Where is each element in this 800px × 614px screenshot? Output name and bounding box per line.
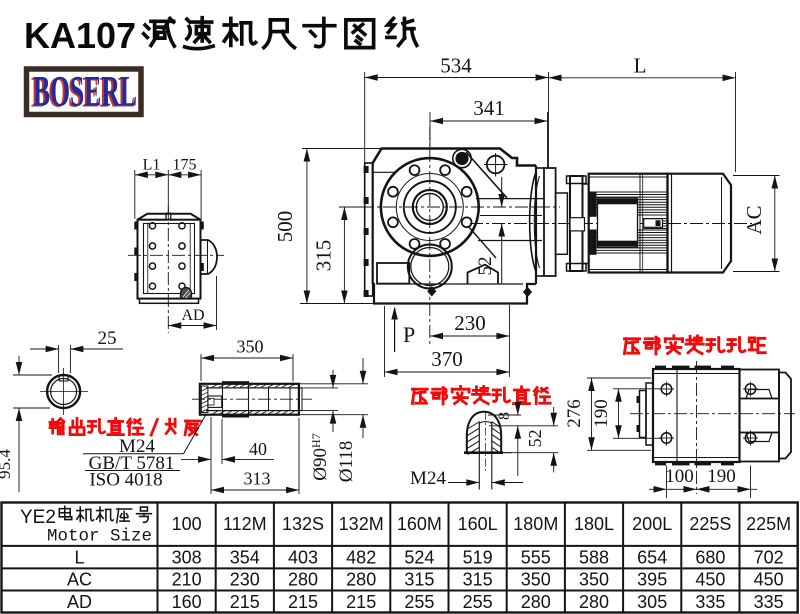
svg-text:132S: 132S — [282, 514, 324, 534]
svg-text:255: 255 — [404, 592, 434, 612]
svg-text:450: 450 — [695, 570, 725, 590]
svg-text:350: 350 — [521, 570, 551, 590]
svg-text:200L: 200L — [632, 514, 672, 534]
svg-text:BOSERL: BOSERL — [31, 70, 135, 117]
svg-text:GB/T 5781: GB/T 5781 — [89, 453, 175, 474]
svg-text:308: 308 — [172, 548, 202, 568]
svg-text:500: 500 — [273, 211, 297, 243]
svg-text:100: 100 — [665, 466, 694, 487]
svg-text:315: 315 — [312, 240, 336, 272]
svg-text:52: 52 — [475, 257, 496, 276]
svg-text:L: L — [74, 548, 84, 568]
svg-text:8: 8 — [496, 412, 513, 420]
svg-text:555: 555 — [521, 548, 551, 568]
svg-text:52: 52 — [525, 429, 545, 447]
svg-text:M24: M24 — [119, 436, 155, 457]
svg-text:P: P — [403, 322, 415, 347]
svg-text:255: 255 — [463, 592, 493, 612]
svg-text:280: 280 — [346, 570, 376, 590]
svg-text:Ø118: Ø118 — [336, 441, 357, 483]
svg-text:112M: 112M — [223, 514, 267, 534]
svg-text:680: 680 — [695, 548, 725, 568]
svg-text:BOSERL: BOSERL — [33, 69, 137, 116]
svg-text:215: 215 — [346, 592, 376, 612]
svg-text:95.4: 95.4 — [0, 449, 14, 479]
svg-text:Motor Size: Motor Size — [47, 527, 152, 547]
svg-text:335: 335 — [754, 592, 784, 612]
svg-text:280: 280 — [288, 570, 318, 590]
svg-text:280: 280 — [579, 592, 609, 612]
svg-text:160: 160 — [172, 592, 202, 612]
svg-text:AD: AD — [181, 307, 204, 324]
svg-text:215: 215 — [288, 592, 318, 612]
svg-text:100: 100 — [172, 514, 202, 534]
svg-text:25: 25 — [98, 328, 117, 349]
svg-text:654: 654 — [637, 548, 667, 568]
svg-text:702: 702 — [754, 548, 784, 568]
svg-text:588: 588 — [579, 548, 609, 568]
svg-text:315: 315 — [463, 570, 493, 590]
svg-text:ISO 4018: ISO 4018 — [89, 470, 162, 491]
svg-text:350: 350 — [237, 337, 264, 357]
svg-text:276: 276 — [564, 399, 585, 428]
svg-text:190: 190 — [707, 466, 736, 487]
svg-text:534: 534 — [440, 54, 472, 78]
svg-text:354: 354 — [230, 548, 260, 568]
svg-text:YE2: YE2 — [20, 507, 56, 528]
svg-text:313: 313 — [244, 469, 271, 489]
svg-text:519: 519 — [463, 548, 493, 568]
svg-text:AC: AC — [67, 570, 92, 590]
svg-text:450: 450 — [754, 570, 784, 590]
svg-text:230: 230 — [454, 311, 486, 335]
svg-text:210: 210 — [172, 570, 202, 590]
svg-text:524: 524 — [404, 548, 434, 568]
svg-text:160M: 160M — [397, 514, 442, 534]
svg-text:280: 280 — [521, 592, 551, 612]
svg-text:132M: 132M — [339, 514, 384, 534]
svg-text:L: L — [634, 54, 647, 78]
svg-text:AD: AD — [67, 592, 92, 612]
svg-text:370: 370 — [431, 347, 463, 371]
svg-text:215: 215 — [230, 592, 260, 612]
svg-text:40: 40 — [249, 439, 267, 459]
svg-text:180L: 180L — [574, 514, 614, 534]
svg-text:AC: AC — [742, 205, 766, 234]
svg-text:395: 395 — [637, 570, 667, 590]
svg-text:L1: L1 — [143, 157, 161, 174]
svg-text:403: 403 — [288, 548, 318, 568]
svg-text:KA107: KA107 — [24, 15, 136, 56]
svg-text:175: 175 — [173, 157, 197, 174]
svg-text:M24: M24 — [410, 468, 446, 489]
svg-text:315: 315 — [404, 570, 434, 590]
svg-text:160L: 160L — [458, 514, 498, 534]
svg-text:225S: 225S — [689, 514, 731, 534]
svg-text:482: 482 — [346, 548, 376, 568]
svg-text:341: 341 — [473, 96, 505, 120]
svg-text:230: 230 — [230, 570, 260, 590]
svg-text:190: 190 — [591, 399, 612, 428]
svg-text:305: 305 — [637, 592, 667, 612]
svg-text:225M: 225M — [746, 514, 791, 534]
svg-text:350: 350 — [579, 570, 609, 590]
svg-text:335: 335 — [695, 592, 725, 612]
svg-text:180M: 180M — [513, 514, 558, 534]
